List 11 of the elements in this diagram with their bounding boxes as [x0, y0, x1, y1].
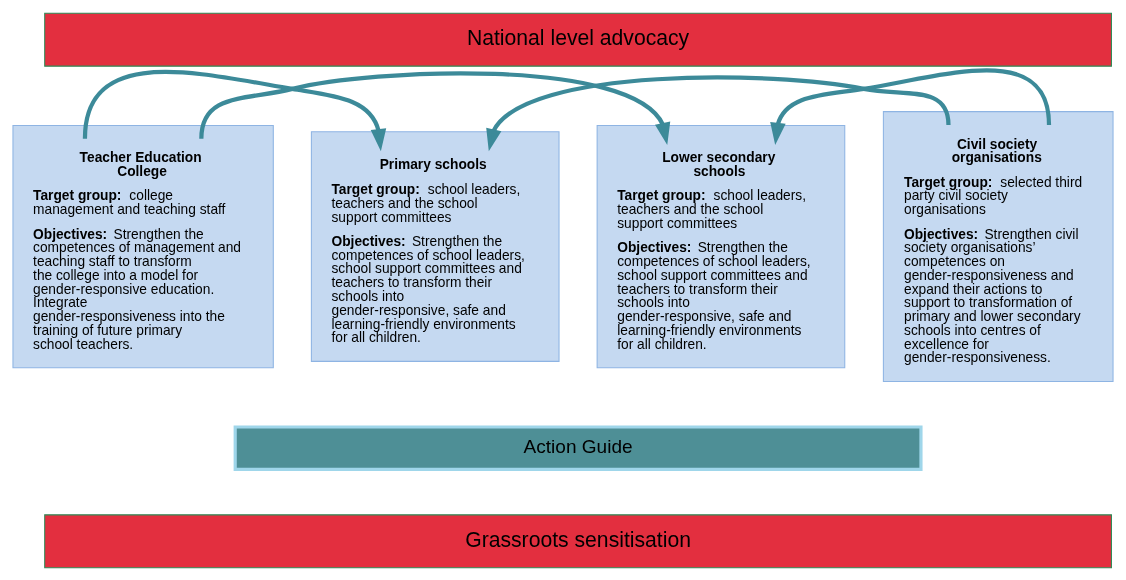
- node-box: National level advocacy: [44, 12, 1112, 67]
- node-box: Civil society organisations Target group: selected third party civil society organisations Objectives: Strengthen civil society organisations’ competences on gender-responsiveness and expand their actions to support to transformation of primary and lower secondary schools into centres of excellence for gender-responsiveness.: [882, 110, 1114, 382]
- arrow: [770, 67, 1052, 145]
- node-box: Action Guide: [233, 424, 923, 471]
- node-box: Lower secondary schools Target group: school leaders, teachers and the school support committees Objectives: Strengthen the competences of school leaders, school support committees and teachers to transform their schools into gender-responsive, safe and learning-friendly environments for all children.: [596, 124, 846, 368]
- node-box: Grassroots sensitisation: [44, 513, 1112, 568]
- arrow: [82, 69, 387, 151]
- arrow: [199, 70, 671, 145]
- node-box: Teacher Education College Target group: college management and teaching staff Objectives: Strengthen the competences of management and teaching staff to transform the college into a model for gender-responsive education. Integrate gender-responsiveness into the training of future primary school teachers.: [12, 124, 274, 368]
- node-box: Primary schools Target group: school leaders, teachers and the school support committees Objectives: Strengthen the competences of school leaders, school support committees and teachers to transform their schools into gender-responsive, safe and learning-friendly environments for all children.: [310, 130, 560, 362]
- arrow: [486, 75, 951, 151]
